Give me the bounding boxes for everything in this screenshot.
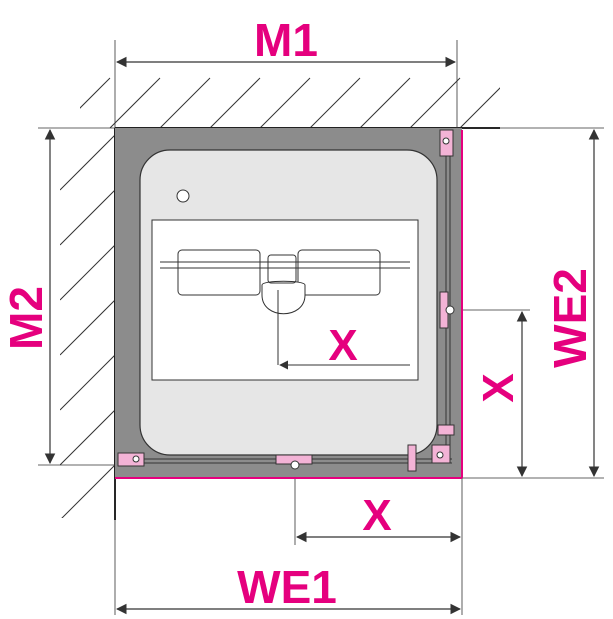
we2-label: WE2 — [544, 268, 596, 368]
detail-inset — [160, 249, 410, 370]
hinge-icon — [117, 129, 455, 472]
door-handle-icon — [275, 291, 455, 470]
dimension-lines — [44, 56, 600, 615]
we1-label: WE1 — [237, 561, 337, 613]
x-inner-label: X — [328, 321, 357, 370]
enclosure-outline — [115, 130, 463, 479]
drain-icon — [176, 189, 190, 203]
m2-label: M2 — [0, 286, 52, 350]
x-right-label: X — [474, 373, 523, 402]
x-bottom-label: X — [362, 491, 391, 540]
extension-lines — [38, 40, 604, 615]
m1-label: M1 — [254, 14, 318, 66]
